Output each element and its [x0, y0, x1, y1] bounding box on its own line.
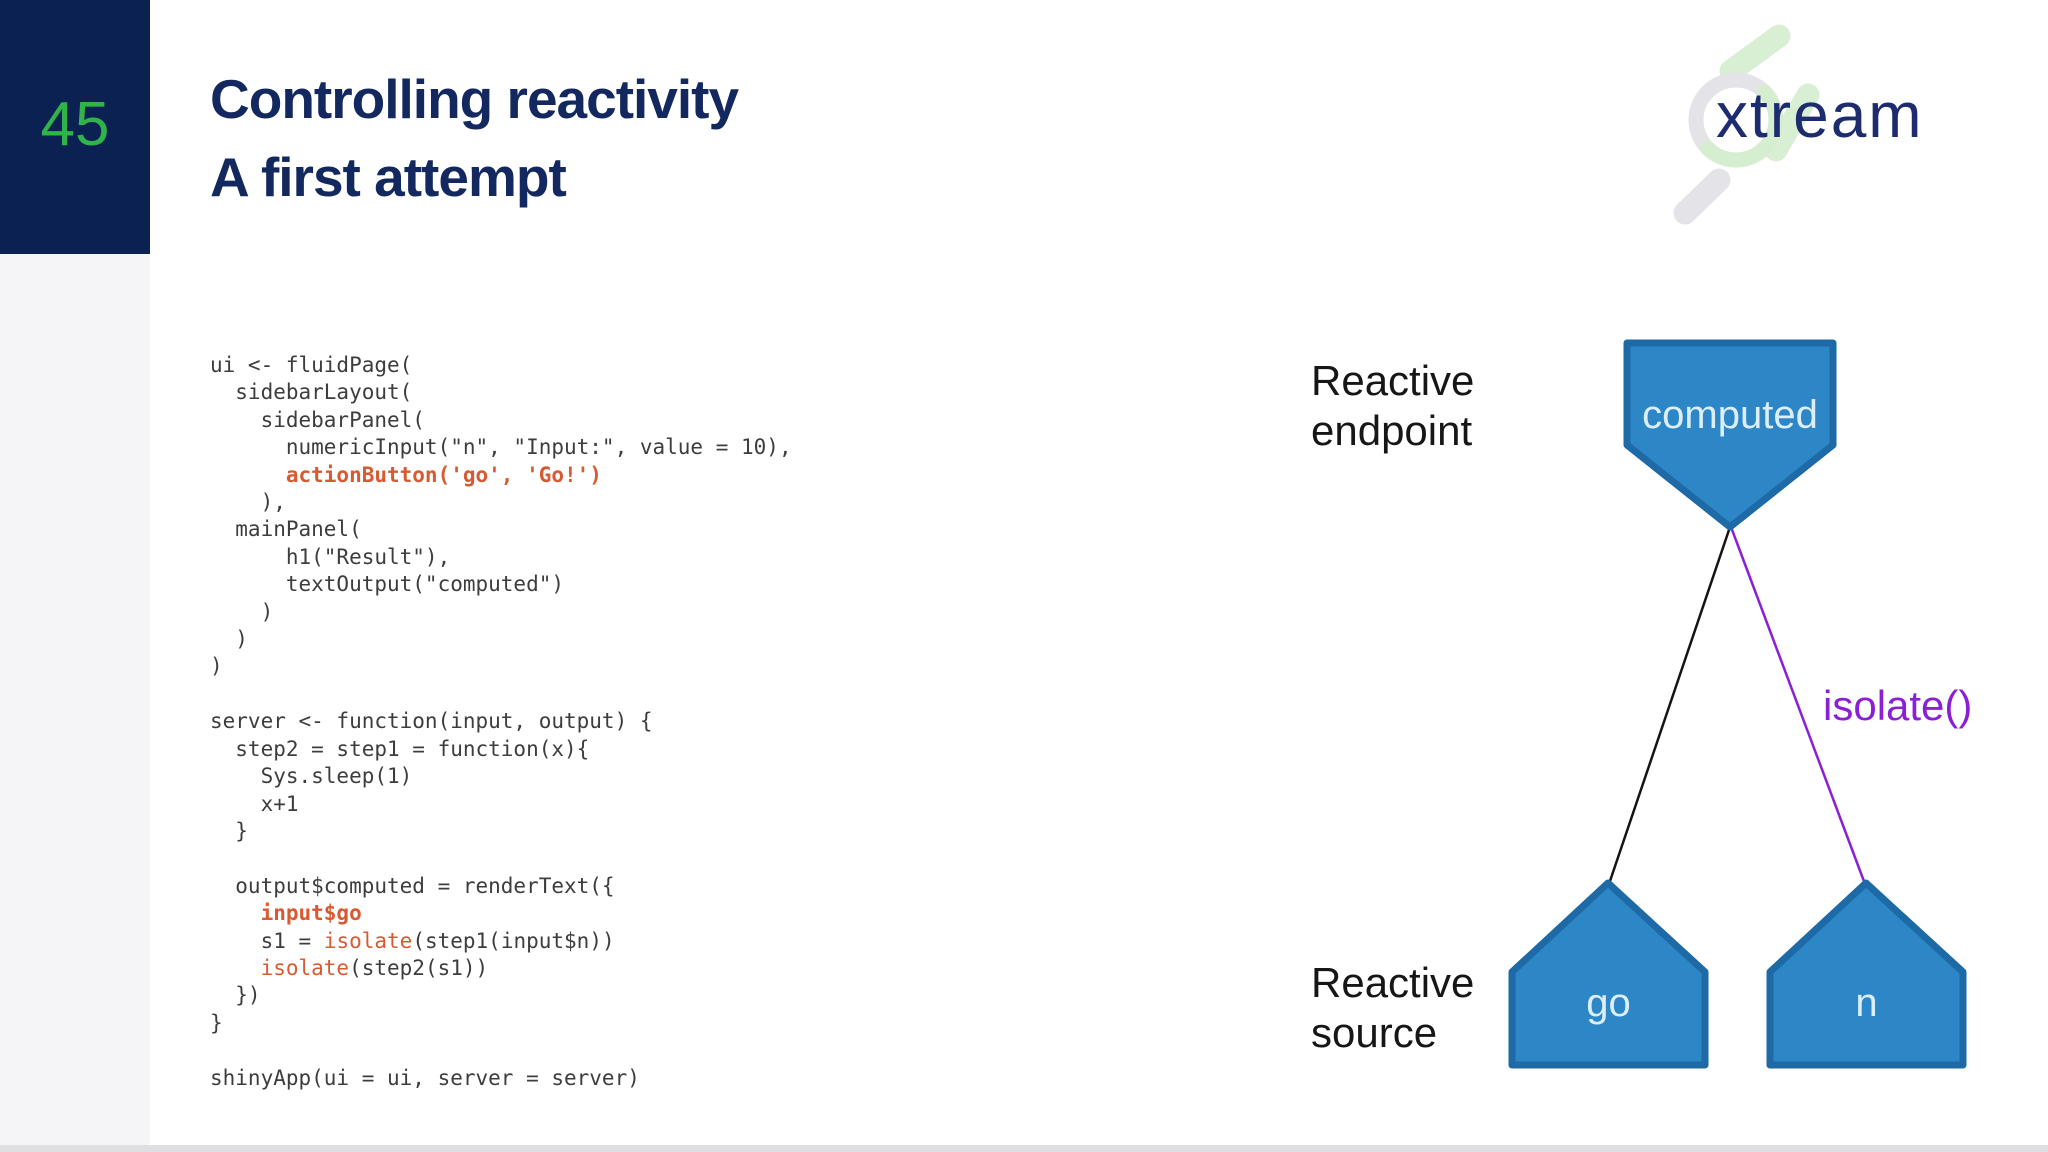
code-line: input$go — [260, 901, 362, 926]
node-go-shape — [1508, 879, 1709, 1069]
node-n-label: n — [1855, 981, 1878, 1025]
code-line: ) — [210, 599, 274, 624]
code-line: actionButton('go', 'Go!') — [285, 462, 602, 487]
xtream-logo-icon — [1673, 24, 1820, 225]
code-line: s1 = isolate(step1(input$n)) — [210, 928, 615, 953]
xtream-logo-text: xtream — [1716, 79, 1924, 151]
code-line: ui <- fluidPage( — [210, 353, 413, 377]
code-line — [210, 1037, 792, 1064]
node-n-shape — [1766, 879, 1967, 1069]
dependency-line — [1607, 526, 1732, 885]
reactivity-diagram — [1508, 339, 1967, 1069]
code-line: mainPanel( — [210, 517, 362, 542]
code-line — [210, 681, 792, 708]
page-number: 45 — [40, 89, 110, 159]
code-line: Sys.sleep(1) — [210, 764, 413, 789]
code-line — [210, 845, 792, 872]
code-line: ) — [210, 654, 223, 679]
code-line: } — [210, 1010, 223, 1035]
page-number-box: 45 — [0, 0, 150, 254]
code-line: ) — [210, 627, 248, 652]
code-line: shinyApp(ui = ui, server = server) — [210, 1065, 640, 1090]
code-line: numericInput("n", "Input:", value = 10), — [210, 435, 792, 460]
code-line: isolate(step2(s1)) — [260, 955, 489, 980]
isolate-label: isolate() — [1823, 682, 1973, 729]
node-computed-label: computed — [1642, 393, 1818, 437]
code-line: step2 = step1 = function(x){ — [210, 736, 590, 761]
slide-title: Controlling reactivity A first attempt — [210, 68, 739, 208]
code-line: ), — [210, 490, 286, 515]
bottom-edge-bar — [0, 1145, 2048, 1152]
code-line: sidebarLayout( — [210, 380, 413, 405]
code-line: } — [210, 818, 248, 843]
code-line: h1("Result"), — [210, 544, 451, 569]
code-block: ui <- fluidPage( sidebarLayout( sidebarP… — [210, 352, 792, 1092]
isolate-line — [1729, 526, 1867, 885]
code-line: sidebarPanel( — [210, 407, 425, 432]
code-line: textOutput("computed") — [210, 572, 565, 597]
reactive-source-label: Reactive source — [1311, 959, 1475, 1056]
node-computed-shape — [1623, 339, 1837, 531]
reactive-endpoint-label: Reactive endpoint — [1311, 357, 1475, 454]
code-line: x+1 — [210, 791, 299, 816]
code-line: output$computed = renderText({ — [210, 873, 615, 898]
code-line: server <- function(input, output) { — [210, 709, 653, 734]
code-line: }) — [210, 983, 261, 1008]
node-go-label: go — [1586, 981, 1631, 1025]
